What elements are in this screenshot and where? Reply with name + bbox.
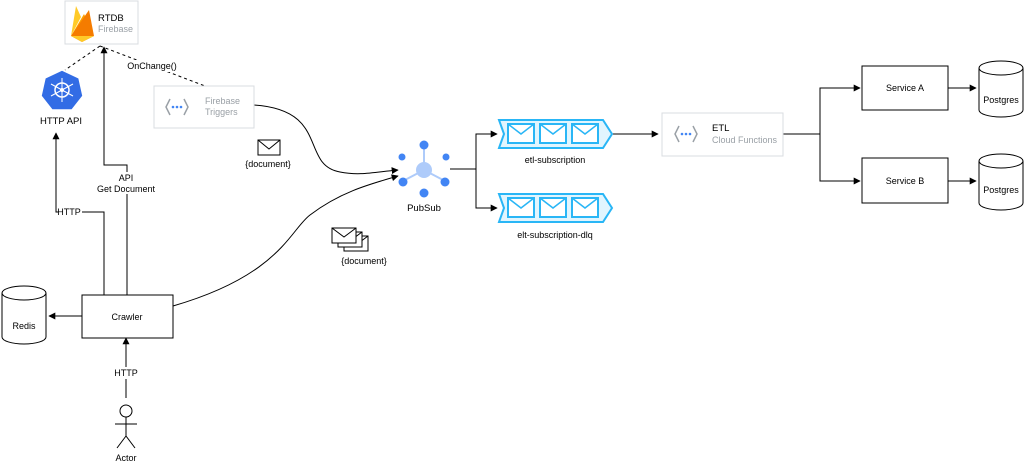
postgres-b-label: Postgres [983,185,1019,195]
etl-title: ETL [712,123,729,134]
postgres-a-node[interactable]: Postgres [978,60,1024,118]
redis-node[interactable]: Redis [1,285,47,345]
http-api-edge-label: HTTP [57,207,81,217]
firebase-icon [71,6,94,42]
document-label-2: {document} [341,256,387,266]
service-a-node[interactable]: Service A [861,65,949,111]
http-api-label: HTTP API [40,116,82,127]
firebase-triggers-line2: Triggers [205,107,238,117]
dlq-subscription-label: elt-subscription-dlq [517,230,593,240]
dlq-subscription-node[interactable]: elt-subscription-dlq [497,193,614,240]
service-b-label: Service B [886,176,925,186]
etl-subscription-label: etl-subscription [525,155,586,165]
onchange-label: OnChange() [127,61,177,71]
edge-rtdb-http-api [64,45,101,71]
edge-crawler-pubsub [172,174,399,307]
firebase-triggers-line1: Firebase [205,96,240,106]
actor-http-label: HTTP [114,368,138,378]
actor-node[interactable]: Actor [115,404,137,463]
document-label-1: {document} [245,159,291,169]
redis-label: Redis [12,321,36,331]
etl-subtitle: Cloud Functions [712,135,778,145]
firebase-triggers-node[interactable]: Firebase Triggers [153,85,255,129]
edge-labels: OnChange() API Get Document HTTP HTTP {d… [57,60,387,379]
actor-label: Actor [115,453,136,463]
rtdb-title: RTDB [98,13,124,24]
http-api-node[interactable]: HTTP API [40,69,84,127]
postgres-b-node[interactable]: Postgres [978,153,1024,211]
pubsub-label: PubSub [407,203,441,214]
edges [48,45,977,398]
cloud-functions-icon [674,125,698,143]
etl-node[interactable]: ETL Cloud Functions [661,112,784,157]
actor-icon [115,404,137,449]
etl-subscription-node[interactable]: etl-subscription [497,119,614,165]
pubsub-icon [398,140,450,198]
crawler-node[interactable]: Crawler [81,294,174,339]
edge-to-service-a [819,84,861,134]
edge-triggers-pubsub [253,104,399,175]
edge-to-service-b [819,134,861,185]
cloud-functions-icon [165,98,189,116]
service-a-label: Service A [886,83,924,93]
service-b-node[interactable]: Service B [861,157,949,204]
edge-crawler-rtdb [100,46,128,295]
crawler-label: Crawler [111,312,142,322]
pubsub-node[interactable]: PubSub [398,140,450,215]
envelopes-stack-icon [331,227,369,252]
api-label: API [119,173,134,183]
rtdb-subtitle: Firebase [98,24,133,34]
postgres-a-label: Postgres [983,95,1019,105]
get-document-label: Get Document [97,184,156,194]
edge-to-dlq-subscription [475,169,498,212]
rtdb-node[interactable]: RTDB Firebase [64,0,139,45]
edge-to-etl-subscription [475,130,498,169]
envelope-icon [257,139,281,156]
